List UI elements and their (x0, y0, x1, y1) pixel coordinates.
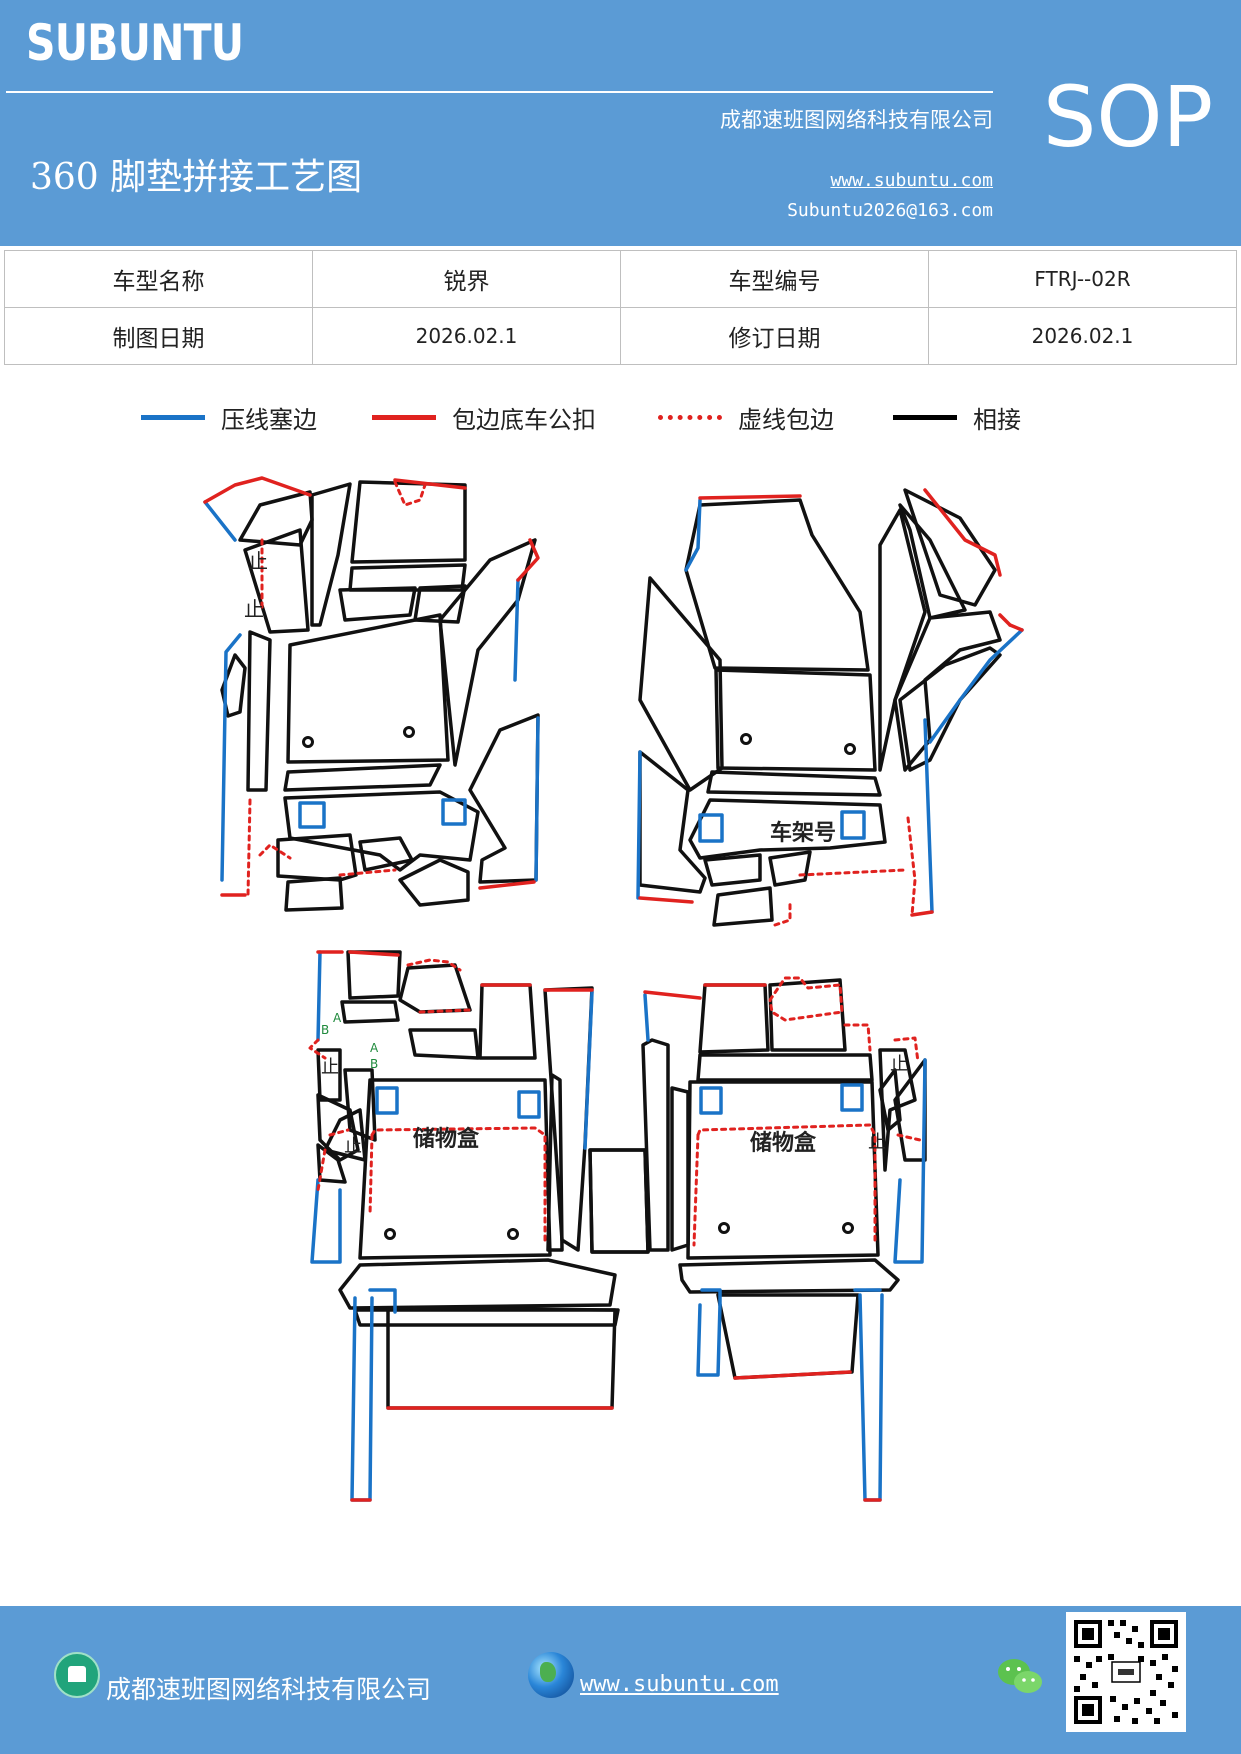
globe-icon (528, 1652, 574, 1698)
stop-mark: 止 (244, 597, 264, 621)
brand-logo: SUBUNTU (26, 14, 244, 72)
qr-code (1066, 1612, 1186, 1732)
mark-b: B (370, 1057, 378, 1071)
stop-mark: 止 (321, 1057, 339, 1078)
draw-date-label: 制图日期 (4, 307, 313, 365)
mark-a: A (370, 1041, 379, 1055)
rear-left-mat (308, 950, 650, 1502)
table-row: 车型名称 锐界 车型编号 FTRJ--02R (4, 250, 1237, 308)
revise-date-value: 2026.02.1 (928, 307, 1237, 365)
stop-mark: 止 (868, 1132, 886, 1153)
page-title: 360 脚垫拼接工艺图 (30, 157, 363, 198)
footer-website-link[interactable]: www.subuntu.com (580, 1672, 779, 1697)
header-website-link[interactable]: www.subuntu.com (830, 170, 993, 191)
model-code-label: 车型编号 (620, 250, 929, 308)
storage-box-label: 储物盒 (413, 1126, 480, 1152)
legend-item: 虚线包边 (658, 400, 834, 435)
mark-a: A (333, 1011, 342, 1025)
building-icon (54, 1652, 100, 1698)
front-right-mat (636, 488, 1024, 927)
legend-label: 包边底车公扣 (452, 406, 596, 434)
stop-mark: 止 (890, 1054, 908, 1075)
legend-swatch-black (893, 415, 957, 420)
legend-label: 虚线包边 (738, 406, 834, 434)
legend-label: 相接 (973, 406, 1021, 434)
draw-date-value: 2026.02.1 (312, 307, 621, 365)
model-code-value: FTRJ--02R (928, 250, 1237, 308)
diagram-labels: 止 止 车架号 止 止 储物盒 储物盒 止 止 A B A B (244, 549, 908, 1157)
mark-b: B (321, 1023, 329, 1037)
sop-badge: SOP (1043, 68, 1214, 166)
legend-item: 压线塞边 (141, 400, 317, 435)
legend-swatch-blue (141, 415, 205, 420)
vehicle-info-table: 车型名称 锐界 车型编号 FTRJ--02R 制图日期 2026.02.1 修订… (4, 250, 1237, 365)
footer-banner: 成都速班图网络科技有限公司 www.subuntu.com (0, 1606, 1241, 1754)
wechat-icon[interactable] (996, 1656, 1044, 1698)
stop-mark: 止 (248, 549, 268, 573)
header-email: Subuntu2026@163.com (787, 200, 993, 221)
legend-swatch-red (372, 415, 436, 420)
legend-item: 包边底车公扣 (372, 400, 596, 435)
header-divider (6, 91, 993, 93)
footer-company: 成都速班图网络科技有限公司 (106, 1675, 432, 1704)
legend-swatch-red-dotted (658, 415, 722, 420)
header-company: 成都速班图网络科技有限公司 (720, 108, 993, 132)
front-left-mat (203, 476, 540, 912)
revise-date-label: 修订日期 (620, 307, 929, 365)
frame-number-label: 车架号 (770, 820, 836, 846)
model-name-label: 车型名称 (4, 250, 313, 308)
model-name-value: 锐界 (312, 250, 621, 308)
table-row: 制图日期 2026.02.1 修订日期 2026.02.1 (4, 307, 1237, 365)
stop-mark: 止 (344, 1136, 362, 1157)
legend-item: 相接 (893, 400, 1021, 435)
rear-right-mat (588, 976, 927, 1502)
storage-box-label: 储物盒 (750, 1130, 817, 1156)
legend-label: 压线塞边 (221, 406, 317, 434)
line-legend: 压线塞边 包边底车公扣 虚线包边 相接 (0, 400, 1241, 440)
header-banner: SUBUNTU 成都速班图网络科技有限公司 360 脚垫拼接工艺图 www.su… (0, 0, 1241, 246)
